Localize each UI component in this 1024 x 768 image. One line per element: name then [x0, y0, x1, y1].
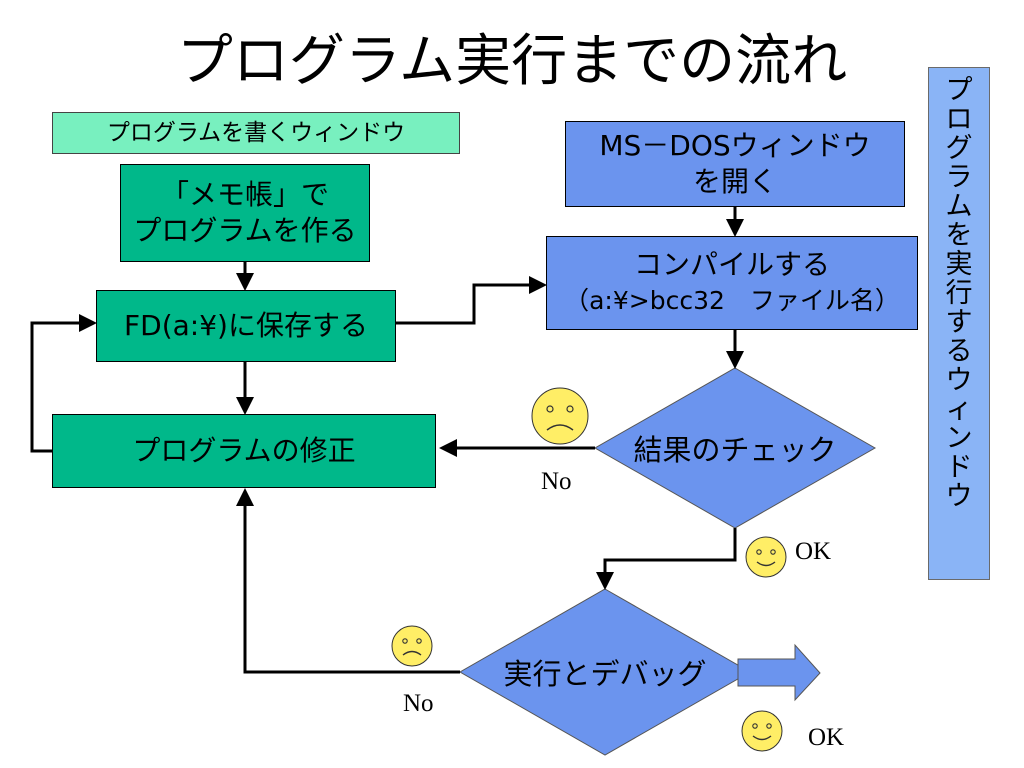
- run-window-char: す: [945, 307, 973, 338]
- edit-window-label-text: プログラムを書くウィンドウ: [106, 120, 406, 146]
- open-dos-line2: を開く: [692, 165, 777, 198]
- compile-line2: （a:¥>bcc32 ファイル名）: [564, 286, 900, 315]
- run-debug-label: 実行とデバッグ: [503, 657, 707, 691]
- run-window-char: プ: [945, 75, 973, 106]
- run-window-char: ン: [945, 423, 973, 454]
- run-window-char: ム: [945, 191, 973, 222]
- run-window-char: グ: [945, 133, 973, 164]
- happy-face-icon: [741, 710, 783, 752]
- run-debug-diamond: [458, 588, 752, 756]
- sad-face-icon: [531, 387, 589, 445]
- page-title: プログラム実行までの流れ: [176, 29, 848, 94]
- run-window-char: を: [945, 220, 973, 251]
- open-dos-step: MS－DOSウィンドウ を開く: [565, 121, 905, 207]
- open-dos-line1: MS－DOSウィンドウ: [599, 129, 871, 162]
- compile-line1: コンパイルする: [633, 248, 830, 281]
- run-window-char: 行: [945, 278, 973, 309]
- fix-program-step: プログラムの修正: [52, 414, 436, 488]
- run-no-arrow: [236, 488, 460, 674]
- check-result-label: 結果のチェック: [633, 433, 837, 467]
- check-ok-arrow: [596, 528, 737, 590]
- compile-step: コンパイルする （a:¥>bcc32 ファイル名）: [546, 236, 918, 330]
- run-window-char: 実: [945, 249, 973, 280]
- check-no-label: No: [541, 468, 572, 495]
- run-window-label: プ ロ グ ラ ム を 実 行 す る ウ ィ ン ド ウ: [928, 67, 990, 580]
- run-window-char: ド: [945, 452, 973, 483]
- run-window-char: ラ: [945, 162, 973, 193]
- run-ok-arrow: [737, 643, 821, 702]
- create-program-step: 「メモ帳」で プログラムを作る: [120, 164, 370, 262]
- run-ok-label: OK: [808, 724, 845, 751]
- fix-to-save-loop: [30, 314, 97, 453]
- run-window-char: ロ: [945, 104, 973, 135]
- run-window-char: ウ: [945, 481, 973, 512]
- run-window-char: ウ: [945, 365, 973, 396]
- create-program-line1: 「メモ帳」で: [160, 178, 329, 211]
- run-no-label: No: [403, 690, 434, 717]
- save-step-text: FD(a:¥)に保存する: [124, 309, 368, 342]
- save-to-compile-arrow: [396, 276, 547, 325]
- edit-window-label: プログラムを書くウィンドウ: [52, 112, 460, 154]
- happy-face-icon: [745, 536, 787, 578]
- sad-face-icon: [391, 625, 433, 667]
- fix-program-text: プログラムの修正: [132, 434, 356, 467]
- run-window-char: ィ: [945, 394, 973, 425]
- run-window-char: る: [945, 336, 973, 367]
- save-step: FD(a:¥)に保存する: [96, 290, 396, 362]
- create-program-line2: プログラムを作る: [133, 214, 357, 247]
- check-ok-label: OK: [795, 538, 832, 565]
